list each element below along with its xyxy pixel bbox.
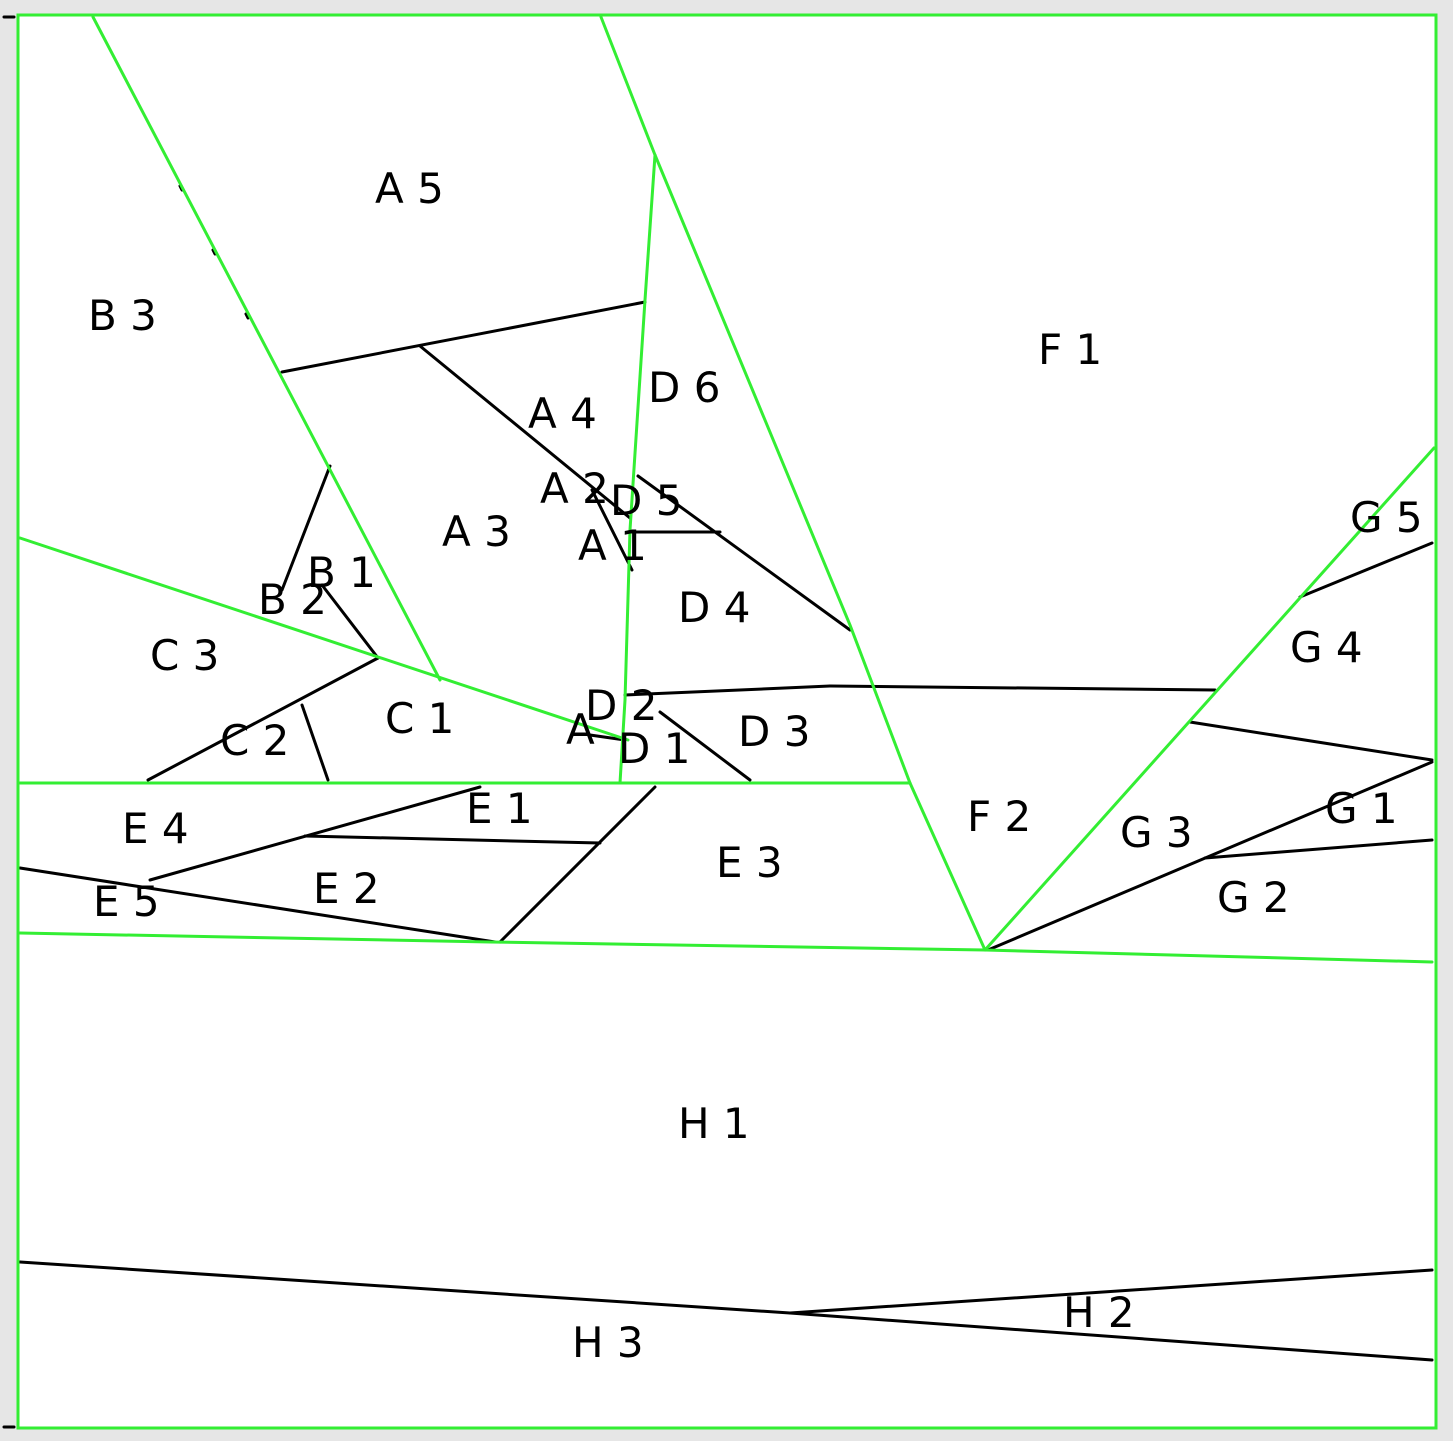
label-a5: A 5: [375, 164, 444, 213]
boundary-f-g: [983, 446, 1436, 952]
boundary-a5-f1: [599, 15, 657, 157]
boundary-b1-b2: [320, 583, 380, 660]
secondary-boundaries: [18, 184, 1434, 1362]
boundary-a1-a2: [590, 488, 634, 572]
label-a3: A 3: [442, 507, 511, 556]
boundary-h1-h3: [18, 1260, 792, 1315]
outer-frame: [16, 13, 1438, 1430]
label-e4: E 4: [122, 804, 189, 853]
primary-boundaries: [16, 13, 1438, 1430]
label-g3: G 3: [1120, 808, 1193, 857]
boundary-d-f: [653, 153, 987, 952]
label-e5: E 5: [93, 877, 160, 926]
label-h2: H 2: [1063, 1288, 1135, 1337]
label-e3: E 3: [716, 838, 783, 887]
label-b1: B 1: [307, 548, 376, 597]
boundary-a4-a5: [280, 300, 647, 374]
boundary-b1-b3: [280, 464, 332, 592]
label-a: A: [566, 705, 595, 754]
label-h3: H 3: [572, 1318, 644, 1367]
boundary-g3-g4: [1188, 720, 1434, 762]
label-d2: D 2: [585, 681, 657, 730]
label-d3: D 3: [738, 707, 810, 756]
label-a1: A 1: [578, 521, 647, 570]
label-f2: F 2: [967, 792, 1031, 841]
boundary-g1-g3: [986, 760, 1434, 952]
boundary-h1-h2: [788, 1268, 1434, 1315]
boundary-h2-h3: [788, 1311, 1434, 1362]
label-d6: D 6: [648, 363, 720, 412]
boundary-e-h: [18, 931, 1434, 964]
label-c3: C 3: [150, 631, 219, 680]
label-f1: F 1: [1038, 325, 1102, 374]
boundary-d1-d3: [658, 710, 752, 782]
boundary-e1-e2: [303, 834, 602, 845]
label-d4: D 4: [678, 583, 750, 632]
boundary-a3-a4: [418, 344, 632, 520]
boundary-e2-e3: [498, 785, 657, 944]
region-labels: A 5 B 3 F 1 D 6 A 4 A 2 D 5 A 3 A 1 G 5 …: [88, 164, 1423, 1367]
label-g4: G 4: [1290, 623, 1363, 672]
boundary-c1-c2: [300, 703, 330, 782]
boundary-a-d: [618, 153, 657, 785]
label-b2: B 2: [258, 575, 327, 624]
boundary-d4-d5: [636, 474, 852, 632]
label-c2: C 2: [220, 716, 289, 765]
drawing-area: [18, 15, 1436, 1428]
boundary-g1-g2: [1203, 838, 1434, 860]
boundary-d3-d4-a: [623, 684, 832, 697]
tick-b3-c: [244, 312, 250, 320]
label-b3: B 3: [88, 291, 157, 340]
tick-b3-b: [211, 248, 217, 256]
boundary-g4-g5: [1298, 541, 1434, 599]
label-c1: C 1: [385, 694, 454, 743]
label-h1: H 1: [678, 1099, 750, 1148]
label-a2: A 2: [540, 464, 609, 513]
label-e1: E 1: [466, 784, 533, 833]
boundary-a-d1: [588, 733, 627, 742]
label-a4: A 4: [528, 389, 597, 438]
boundary-e2-e5: [18, 866, 497, 944]
label-e2: E 2: [313, 864, 380, 913]
boundary-a-b: [91, 15, 442, 682]
label-d1: D 1: [618, 724, 690, 773]
boundary-b-c: [18, 536, 630, 742]
label-g2: G 2: [1217, 873, 1290, 922]
label-g5: G 5: [1350, 493, 1423, 542]
boundary-e4-e2: [148, 785, 482, 882]
label-g1: G 1: [1325, 784, 1398, 833]
label-d5: D 5: [610, 476, 682, 525]
boundary-d3-d4-b: [828, 684, 1217, 692]
boundary-c2-c3: [146, 656, 380, 782]
